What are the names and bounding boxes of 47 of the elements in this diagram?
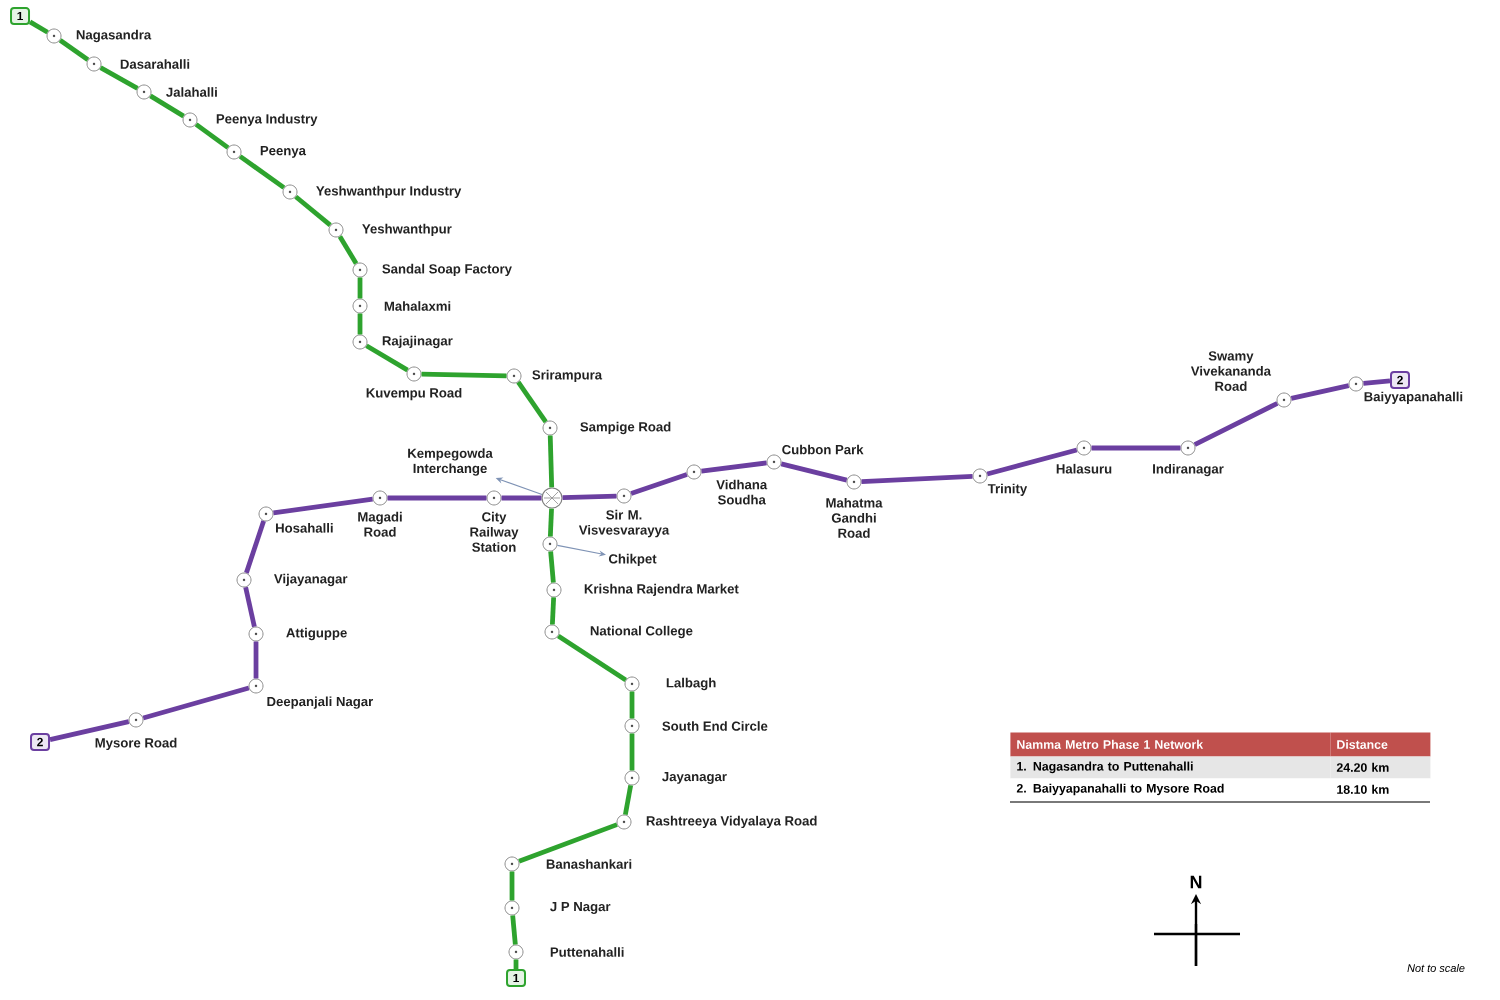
metro-line: [547, 508, 554, 537]
compass-letter: N: [1190, 875, 1202, 889]
metro-line: [1091, 445, 1181, 451]
metro-line: [194, 122, 230, 150]
metro-line: [513, 959, 519, 969]
metro-line: [421, 371, 507, 379]
metro-line: [238, 154, 286, 190]
metro-line: [365, 343, 409, 373]
metro-line: [629, 733, 635, 771]
metro-line: [1193, 401, 1279, 447]
metro-line: [49, 719, 130, 743]
metro-line: [387, 495, 487, 501]
metro-line: [986, 447, 1078, 477]
metro-line: [629, 691, 635, 719]
metro-line: [337, 235, 359, 265]
station: [542, 536, 558, 552]
metro-line: [562, 493, 617, 501]
metro-line: [780, 461, 848, 483]
metro-line: [357, 277, 363, 299]
metro-line: [516, 380, 548, 424]
leader-line: [556, 544, 606, 557]
metro-line: [244, 520, 266, 574]
metro-line: [149, 93, 185, 119]
metro-line: [357, 313, 363, 335]
metro-line: [557, 634, 628, 682]
metro-line: [550, 597, 557, 625]
metro-line: [142, 685, 250, 721]
metro-line: [58, 38, 90, 62]
metro-line: [501, 495, 542, 501]
metro-line: [273, 496, 373, 516]
metro-line: [518, 822, 618, 864]
metro-line: [294, 194, 332, 228]
metro-line: [547, 435, 555, 488]
metro-line: [630, 472, 688, 496]
metro-line: [623, 784, 634, 816]
metro-line: [253, 641, 259, 679]
metro-line: [243, 586, 257, 628]
metro-line: [509, 871, 515, 901]
metro-line: [99, 65, 139, 91]
metro-line: [861, 473, 973, 484]
metro-line: [548, 551, 556, 583]
metro-line: [1290, 383, 1350, 401]
interchange-symbol: [541, 487, 563, 509]
metro-line: [1363, 378, 1391, 386]
metro-line: [510, 915, 518, 945]
metro-line: [701, 460, 767, 474]
metro-line: [28, 19, 49, 35]
